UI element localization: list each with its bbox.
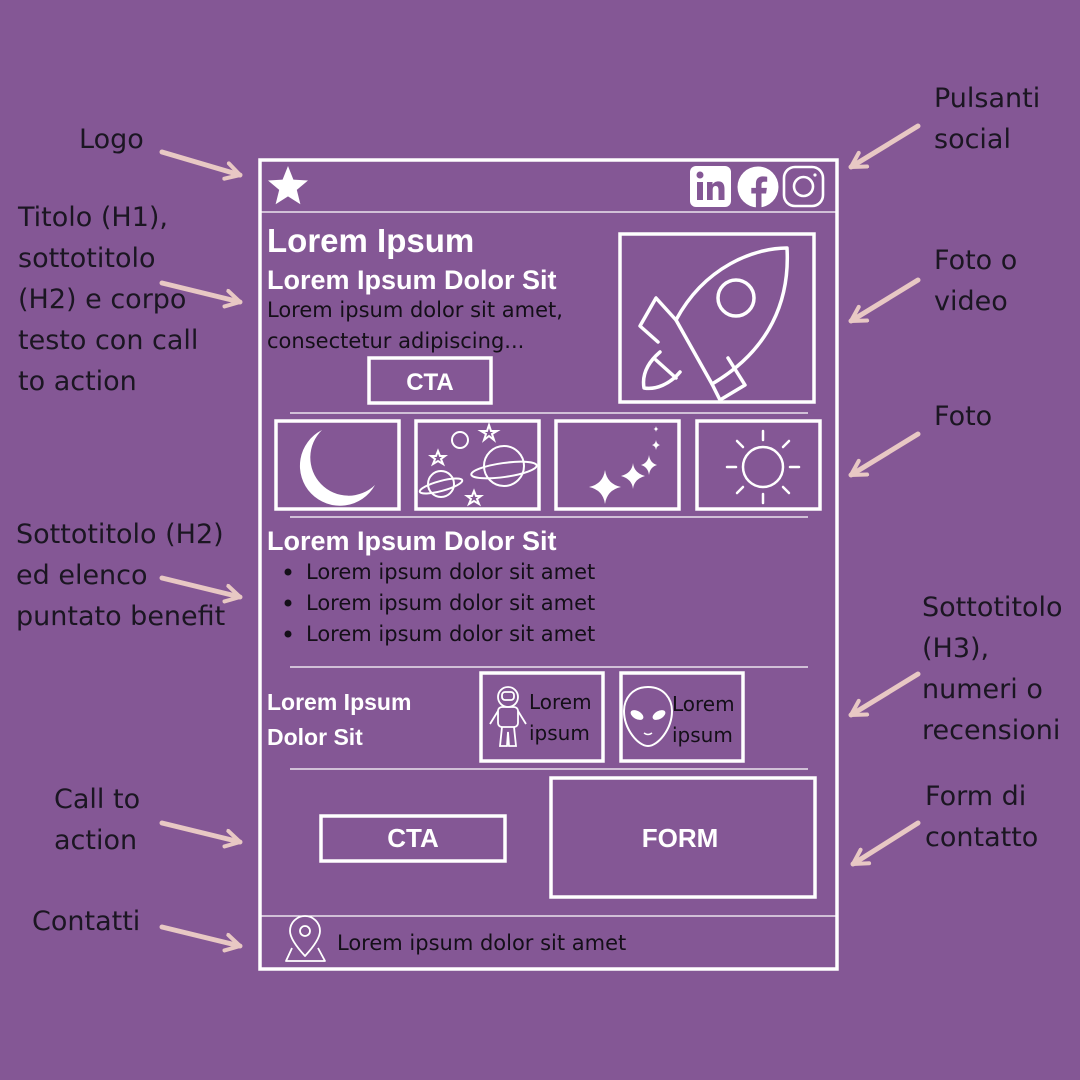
annotation-line: social [934, 124, 1011, 155]
bullet [284, 599, 292, 607]
hero-cta-button[interactable] [367, 356, 493, 405]
annotation-line: Foto o [934, 245, 1018, 276]
contact-text: Lorem ipsum dolor sit amet [337, 931, 626, 955]
photo-frame [695, 419, 822, 511]
contact-form[interactable] [549, 776, 817, 899]
annotation-logo: Logo [79, 119, 144, 160]
location-pin-icon [285, 915, 326, 962]
annotation-line: Titolo (H1), [18, 202, 169, 233]
annotation-line: action [54, 825, 138, 856]
stat-text: ipsum [672, 723, 733, 747]
annotation-line: Form di [925, 781, 1027, 812]
rocket-icon [638, 246, 790, 402]
hero-cta-label: CTA [406, 369, 454, 396]
instagram-icon[interactable] [782, 165, 825, 208]
annotation-line: Call to [54, 784, 141, 815]
stat-card [619, 671, 745, 763]
annotation-form: Form di contatto [925, 776, 1038, 858]
sparkles-icon [589, 426, 660, 504]
annotation-line: sottotitolo [18, 243, 156, 274]
annotation-line: recensioni [922, 715, 1061, 746]
annotation-title: Titolo (H1), sottotitolo (H2) e corpo te… [18, 197, 198, 402]
photo-frame [274, 419, 401, 511]
arrow [159, 280, 243, 309]
annotation-line: video [934, 286, 1008, 317]
annotation-line: testo con call [18, 325, 199, 356]
hero-body-line: Lorem ipsum dolor sit amet, [267, 298, 563, 322]
annotation-line: numeri o [922, 674, 1043, 705]
photo-frame [554, 419, 681, 511]
hero-h1: Lorem Ipsum [267, 222, 474, 259]
photo-frame [414, 419, 541, 511]
annotation-line: (H2) e corpo [18, 284, 187, 315]
arrow [848, 277, 921, 324]
annotation-photos-text: Foto [934, 401, 993, 432]
form-label: FORM [642, 823, 719, 853]
moon-icon [299, 430, 375, 506]
sun-icon [725, 429, 801, 505]
annotation-contacts: Contatti [32, 901, 140, 942]
annotation-social: Pulsanti social [934, 78, 1040, 160]
facebook-icon[interactable] [737, 166, 779, 208]
logo-star-icon [268, 166, 308, 205]
annotation-logo-text: Logo [79, 124, 144, 155]
bullet [284, 630, 292, 638]
benefit-item: Lorem ipsum dolor sit amet [306, 591, 595, 615]
arrow [848, 431, 921, 478]
planets-icon [418, 421, 538, 507]
benefit-item: Lorem ipsum dolor sit amet [306, 560, 595, 584]
annotation-h3: Sottotitolo (H3), numeri o recensioni [922, 587, 1063, 751]
benefit-item: Lorem ipsum dolor sit amet [306, 622, 595, 646]
annotation-line: ed elenco [16, 560, 148, 591]
astronaut-icon [489, 686, 527, 747]
h3-line: Dolor Sit [267, 724, 363, 750]
linkedin-icon[interactable] [690, 166, 731, 207]
alien-icon [622, 685, 674, 748]
h3-line: Lorem Ipsum [267, 689, 411, 715]
annotation-line: Sottotitolo [922, 592, 1063, 623]
benefits-title: Lorem Ipsum Dolor Sit [267, 526, 557, 556]
arrow [159, 820, 243, 849]
annotation-line: Sottotitolo (H2) [16, 519, 224, 550]
annotation-line: puntato benefit [16, 601, 226, 632]
annotation-contacts-text: Contatti [32, 906, 141, 937]
annotation-line: Pulsanti [934, 83, 1041, 114]
hero-media [618, 232, 816, 404]
arrow [848, 123, 921, 170]
cta-button[interactable] [319, 814, 507, 863]
arrow [850, 820, 921, 867]
annotation-media: Foto o video [934, 240, 1017, 322]
hero-h2: Lorem Ipsum Dolor Sit [267, 265, 557, 295]
arrow [159, 575, 243, 604]
arrow [159, 149, 243, 181]
page-frame [258, 158, 839, 971]
annotation-cta: Call to action [54, 779, 140, 861]
stat-text: Lorem [672, 692, 735, 716]
arrow [848, 671, 921, 718]
annotation-line: (H3), [922, 633, 990, 664]
annotation-photos: Foto [934, 396, 992, 437]
stat-card [479, 671, 605, 763]
bullet [284, 568, 292, 576]
annotation-line: to action [18, 366, 137, 397]
annotation-line: contatto [925, 822, 1039, 853]
stat-text: ipsum [529, 721, 590, 745]
arrow [159, 924, 243, 953]
cta-label: CTA [387, 823, 439, 853]
stat-text: Lorem [529, 690, 592, 714]
annotation-benefits: Sottotitolo (H2) ed elenco puntato benef… [16, 514, 225, 637]
hero-body-line: consectetur adipiscing... [267, 329, 524, 353]
